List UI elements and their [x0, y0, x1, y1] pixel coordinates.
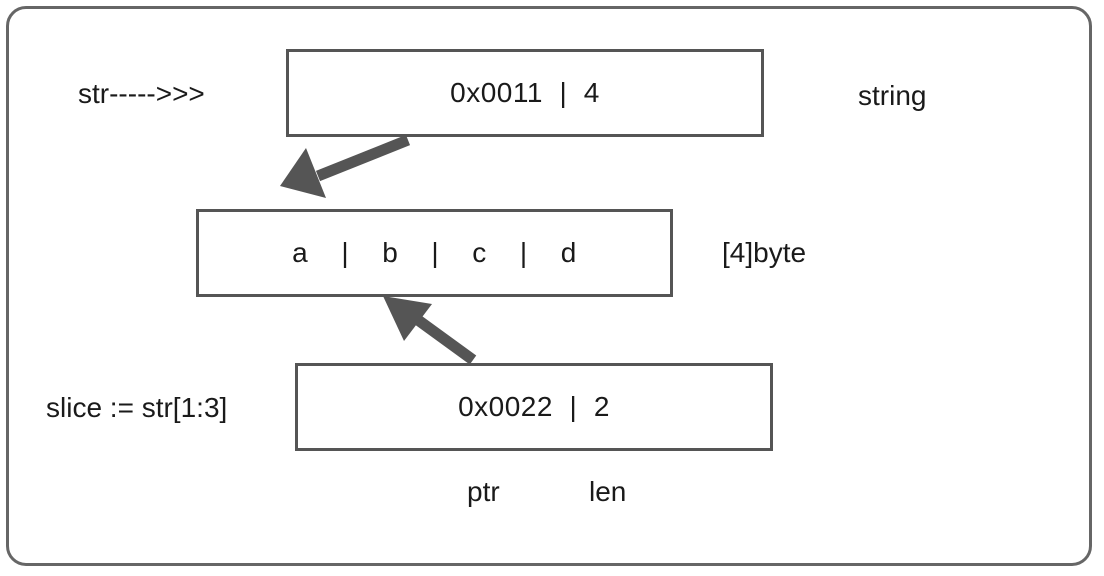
- ptr-field-label: ptr: [467, 476, 500, 507]
- byte-array-box: a | b | c | d: [196, 209, 673, 297]
- len-field-label: len: [589, 476, 627, 507]
- slice-header-box: 0x0022 | 2: [295, 363, 773, 451]
- byte-array-type-label: [4]byte: [722, 237, 807, 268]
- slice-expression-label: slice := str[1:3]: [46, 392, 228, 423]
- str-variable-label: str----->>>: [78, 78, 205, 109]
- string-header-box: 0x0011 | 4: [286, 49, 764, 137]
- string-type-label: string: [858, 80, 927, 111]
